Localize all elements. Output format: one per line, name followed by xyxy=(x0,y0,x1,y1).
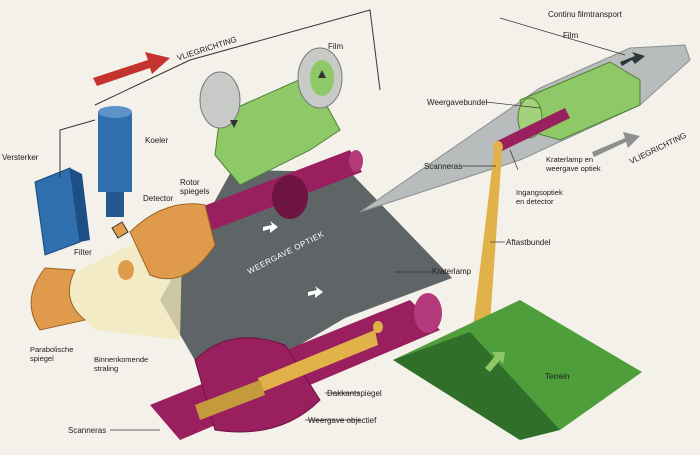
versterker-side xyxy=(70,168,90,242)
label-film-top-right: Film xyxy=(563,31,579,40)
label-parabolische-spiegel: Parabolische spiegel xyxy=(30,345,74,363)
label-continu-filmtransport: Continu filmtransport xyxy=(548,10,622,19)
label-weergave-objectief: Weergave objectief xyxy=(308,416,377,425)
koeler-top xyxy=(98,106,132,118)
signal-wire xyxy=(59,119,96,178)
label-kraterlamp: Kraterlamp xyxy=(432,267,472,276)
vliegrichting-left-arrow xyxy=(93,52,170,86)
terrain-field xyxy=(393,300,642,430)
kraterlamp-glow xyxy=(373,321,383,333)
film-arrow-down xyxy=(230,120,238,128)
film-reel-left xyxy=(199,71,241,129)
parabolic-mirror xyxy=(30,267,87,331)
label-versterker: Versterker xyxy=(2,153,39,162)
label-terrein: Terrein xyxy=(545,372,570,381)
signal-wire-top xyxy=(94,9,381,106)
koeler-base xyxy=(106,192,124,217)
fuselage-arrow xyxy=(620,52,645,66)
aircraft-scanner-lens xyxy=(493,141,503,153)
lower-axis-end xyxy=(414,293,442,333)
small-lens xyxy=(118,260,134,280)
terrain-arrow xyxy=(485,352,505,372)
cone-arrow-top xyxy=(263,221,278,233)
scan-beam xyxy=(470,152,502,352)
label-ingangsoptiek: Ingangsoptiek en detector xyxy=(516,188,563,206)
scanner-axis-end xyxy=(349,150,363,172)
film-arrow-up xyxy=(318,70,326,78)
koeler-cylinder xyxy=(98,112,132,192)
label-binnenkomende-straling: Binnenkomende straling xyxy=(94,355,149,373)
label-kraterlamp-weergave: Kraterlamp en weergave optiek xyxy=(546,155,601,173)
label-weergavebundel: Weergavebundel xyxy=(427,98,488,107)
leader-lines xyxy=(110,17,626,431)
label-scanneras-right: Scanneras xyxy=(424,162,463,171)
lower-objective xyxy=(195,380,265,420)
label-aftastbundel: Aftastbundel xyxy=(506,238,551,247)
label-rotor-spiegels: Rotor spiegels xyxy=(180,178,210,196)
detector-housing xyxy=(129,203,216,280)
label-scanneras-bottom: Scanneras xyxy=(68,426,107,435)
rotor-mirror-drum xyxy=(272,175,308,219)
label-dakkantspiegel: Dakkantspiegel xyxy=(327,389,382,398)
label-filter: Filter xyxy=(74,248,92,257)
label-koeler: Koeler xyxy=(145,136,169,145)
scanner-axis-upper xyxy=(180,150,362,238)
filter-plate xyxy=(111,221,129,239)
label-detector: Detector xyxy=(143,194,174,203)
terrain-field-dark xyxy=(393,332,560,440)
cone-arrow-bottom xyxy=(308,286,323,298)
aircraft-scanner-axis xyxy=(495,108,570,152)
vliegrichting-right-arrow xyxy=(592,132,640,157)
lower-beam xyxy=(258,330,378,392)
label-film-center: Film xyxy=(328,42,344,51)
